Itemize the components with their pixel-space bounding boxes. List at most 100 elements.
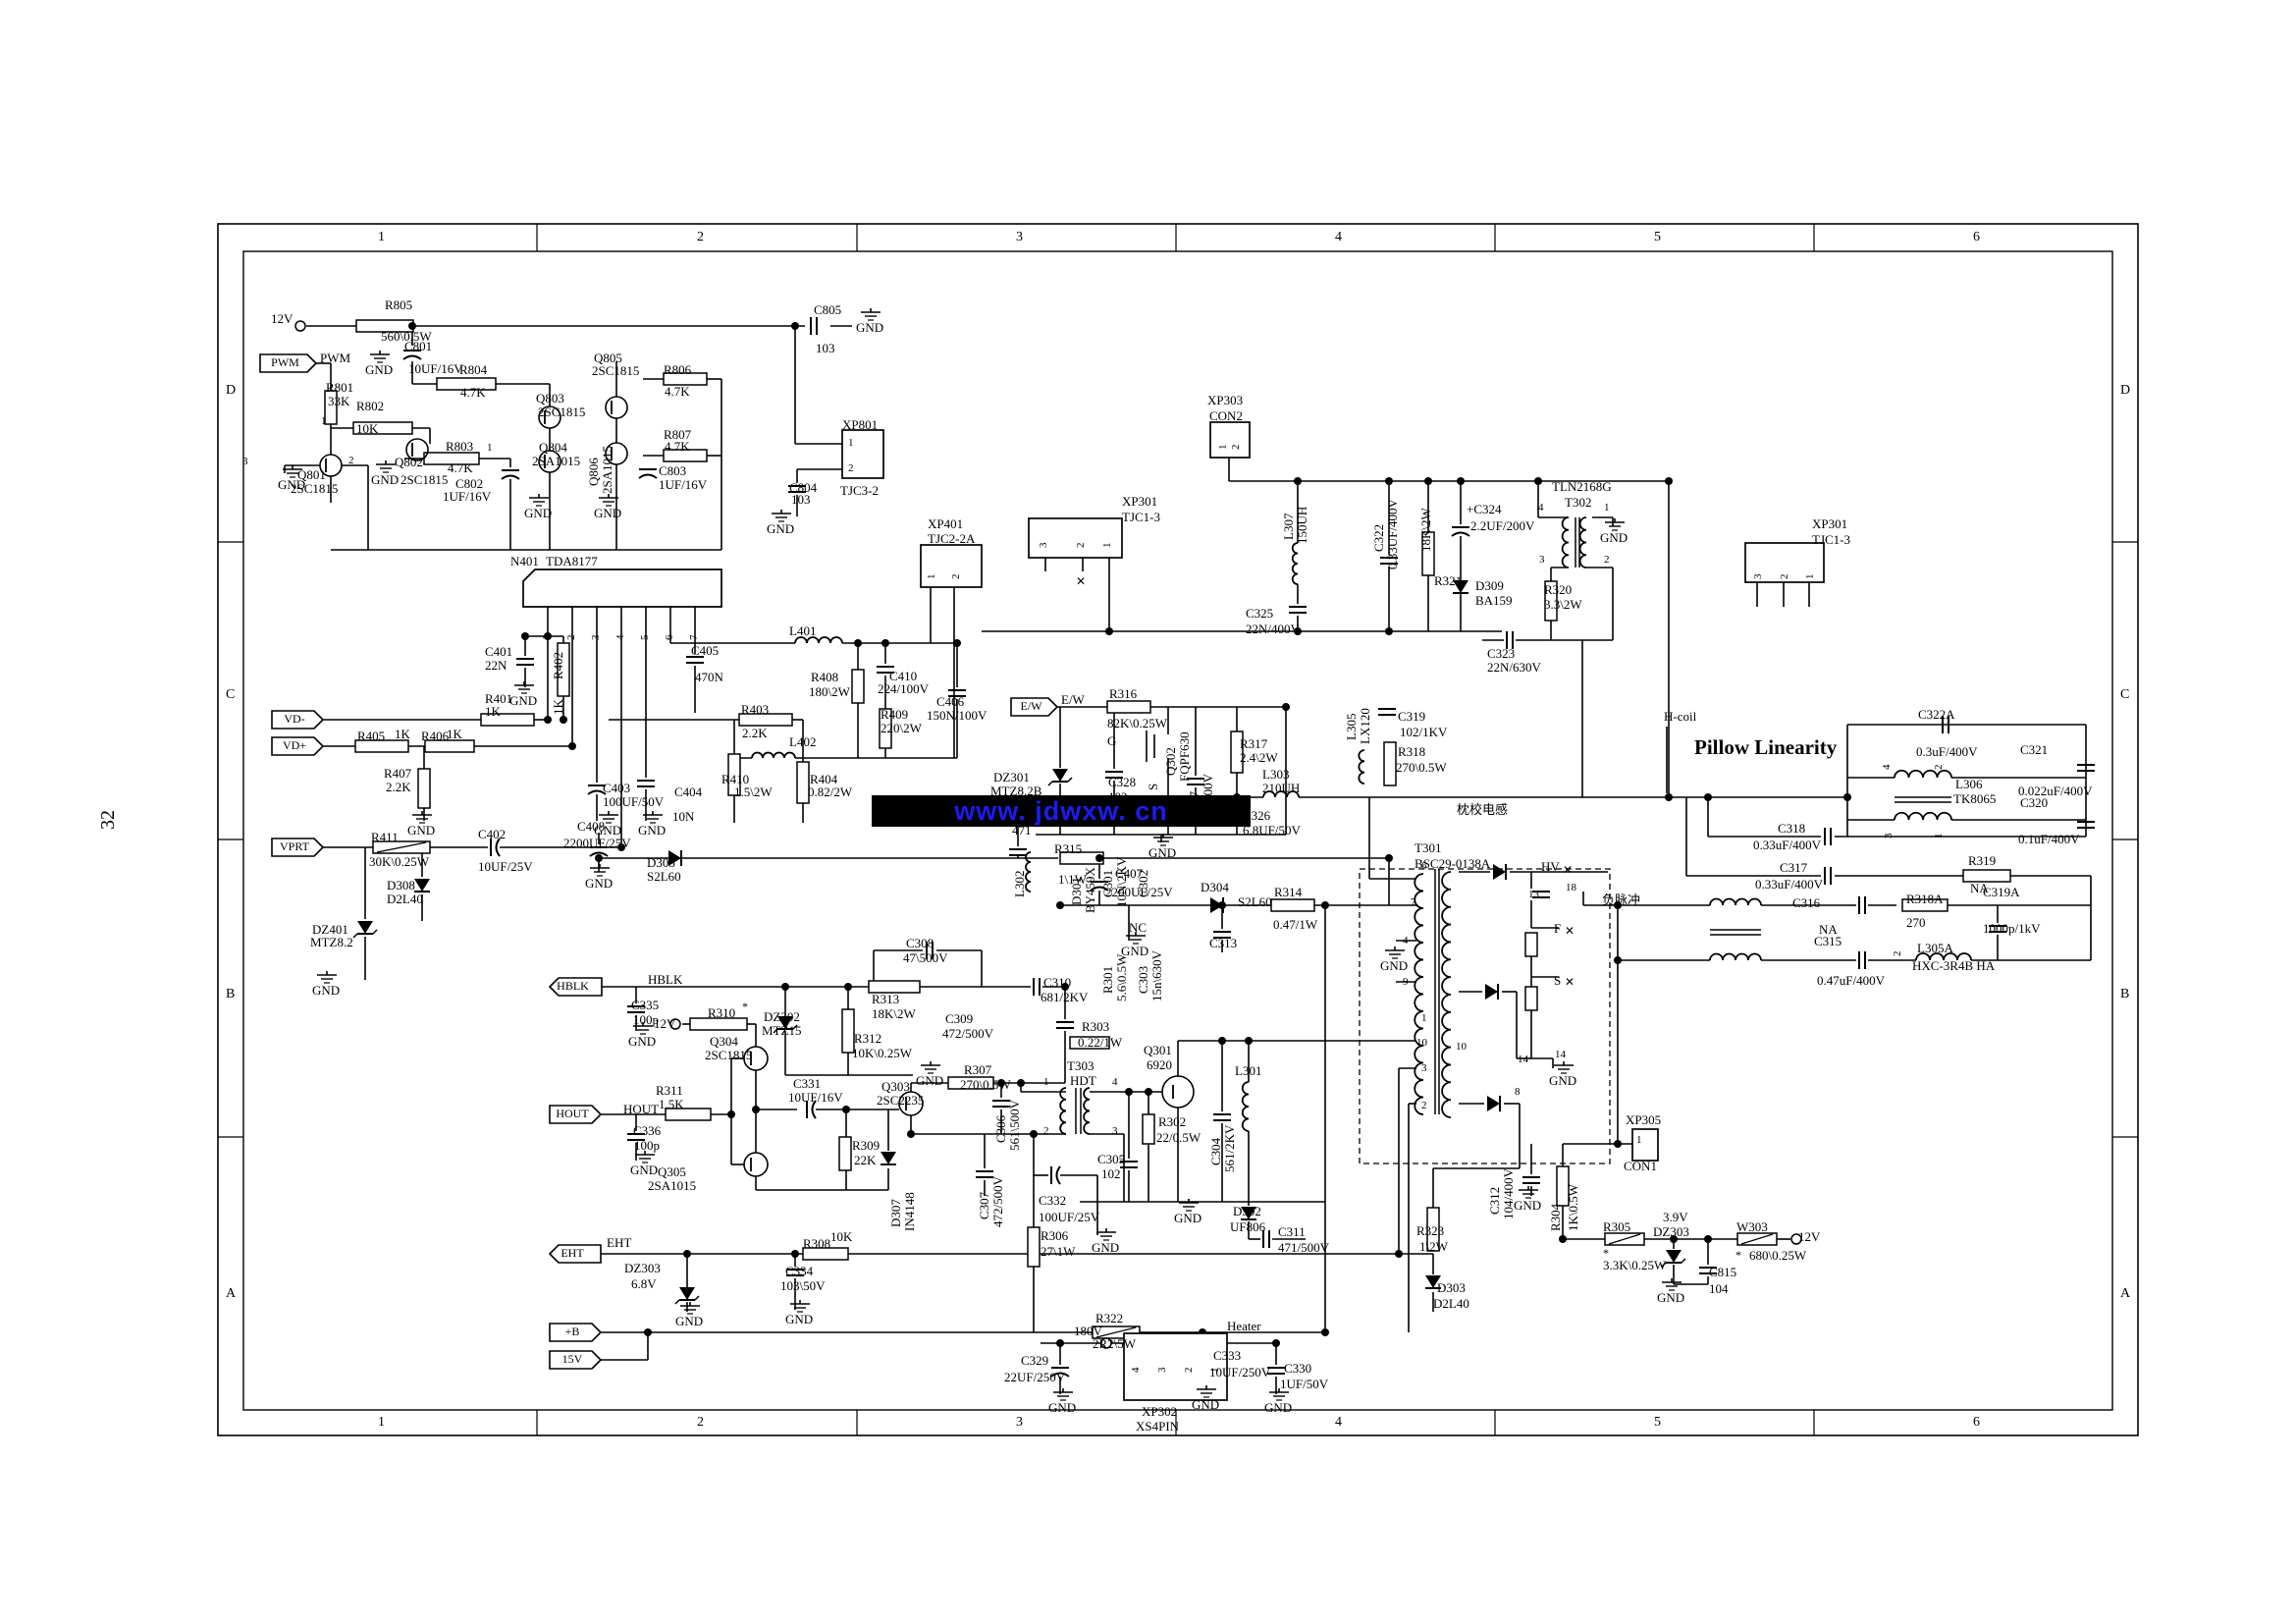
gnd-icon [283,465,302,478]
label-0.47/1w-130: 0.47/1W [1273,917,1318,932]
label-gnd-288: GND [630,1151,658,1177]
label-dz401-109: DZ401 [312,922,348,937]
label-150uh-162: 150UH [1295,506,1309,544]
label-12w-366: 1\2W [1419,1239,1448,1254]
label-q302-140: Q302 [1163,747,1178,776]
label-10k0.25w-273: 10K\0.25W [852,1046,913,1060]
label-hblk-255: HBLK [648,972,683,987]
label-4-199: 4 [1881,764,1893,771]
label-33k-9: 33K [328,394,350,408]
label-r323-365: R323 [1416,1223,1445,1238]
label-r410-84: R410 [721,772,750,786]
label-470n-71: 470N [695,670,723,684]
label-q801-14: Q801 [297,467,326,482]
label-4.7k-41: 4.7K [665,439,690,454]
label-100p-257: 100p [633,1012,659,1027]
label-0.33uf/400v-210: 0.33uF/400V [1753,838,1821,852]
frame-column-1-top: 1 [378,230,385,244]
label--383: * [1735,1248,1741,1262]
frame-column-5-bottom: 5 [1654,1415,1661,1430]
label-r307-277: R307 [964,1062,992,1077]
label-c306-281: C306 [993,1114,1008,1143]
label-r406-100: R406 [421,729,450,743]
label-18k2w-267: 18K\2W [872,1006,916,1021]
label--251: ✕ [1565,975,1575,989]
label-4-175: 4 [1538,502,1544,514]
label-22n/400v-164: 22N/400V [1246,622,1300,636]
label-gnd-346: GND [785,1300,813,1326]
frame-row-C-left: C [226,687,236,702]
gnd-icon [861,308,881,321]
label-dz302-264: DZ302 [764,1009,800,1024]
port-EHT [548,1244,602,1264]
label-681/2kv-271: 681/2KV [1041,990,1089,1004]
frame-row-D-right: D [2120,383,2131,398]
label-0.82/2w-87: 0.82/2W [808,784,853,799]
label-1k-101: 1K [447,727,462,741]
label-7-231: 7 [1411,896,1416,908]
label-r313-266: R313 [872,992,900,1006]
label-r318-191: R318 [1398,744,1426,759]
gnd-icon [1053,1388,1073,1401]
label-561/2kv-325: 561/2KV [1222,1124,1237,1172]
label-xp302-353: XP302 [1142,1404,1178,1419]
label-2-200: 2 [1933,764,1945,771]
label-2-239: 2 [1421,1100,1427,1111]
label-471-122: 471 [1012,823,1032,838]
label-0.47uf/400v-216: 0.47uF/400V [1817,973,1885,988]
label-d302-328: D302 [1233,1204,1261,1218]
label-pillowlinearity-196: Pillow Linearity [1694,735,1838,759]
label-2sc1815-34: 2SC1815 [592,363,640,378]
label-gnd-243: GND [1549,1061,1576,1088]
label-gnd-341: GND [1192,1385,1219,1412]
label-d303-367: D303 [1437,1280,1466,1295]
label-1uf/16v-25: 1UF/16V [443,489,492,504]
port-label-VD+: VD+ [282,738,307,752]
label-472/500v-275: 472/500V [942,1026,993,1041]
label-c329-359: C329 [1021,1353,1049,1368]
label-r407-102: R407 [384,766,412,781]
label-c404-91: C404 [674,784,703,799]
label-eht-350: EHT [607,1235,632,1250]
label-2sc1815-29: 2SC1815 [538,405,586,419]
label-5.60.5w-315: 5.6\0.5W [1114,953,1129,1001]
label-c318-209: C318 [1778,821,1806,836]
label-2.42w-145: 2.4\2W [1240,750,1278,765]
label-3.3k0.25w-376: 3.3K\0.25W [1603,1258,1667,1272]
label-11w-120: 1\1W [1058,872,1087,887]
label-4-355: 4 [1130,1367,1142,1374]
label-hout-285: HOUT [623,1102,660,1116]
label-gnd-361: GND [1048,1388,1076,1415]
label-c802-24: C802 [455,476,484,491]
label-r303-305: R303 [1082,1019,1110,1034]
label-hv-244: HV [1541,859,1560,874]
gnd-icon [1554,1061,1574,1074]
label-l402-83: L402 [789,734,817,749]
label-3-58: 3 [590,634,602,641]
label-xs4pin-354: XS4PIN [1136,1419,1180,1434]
label-pwm-7: PWM [320,351,351,365]
label-2-179: 2 [1604,554,1610,566]
label-103-45: 103 [816,341,835,355]
label-103-52: 103 [791,492,811,507]
label-2sa1015-31: 2SA1015 [532,454,581,468]
label-r314-129: R314 [1274,885,1303,899]
frame-column-6-bottom: 6 [1973,1415,1980,1430]
label-18k2w-167: 18K\2W [1418,508,1433,552]
gnd-icon [599,494,618,507]
label-0.33uf/400v-212: 0.33uF/400V [1755,877,1823,892]
label-c407-123: C407 [1115,866,1144,881]
label-r405-98: R405 [357,729,386,743]
label-fqpf630-141: FQPF630 [1177,731,1192,782]
label-270-220: 270 [1906,915,1926,930]
port-label-PWM: PWM [271,355,299,369]
frame-row-B-right: B [2120,987,2130,1001]
label-q305-289: Q305 [658,1164,686,1179]
label-1k-99: 1K [395,727,410,741]
frame-column-1-bottom: 1 [378,1415,385,1430]
label-471/500v-331: 471/500V [1278,1240,1329,1255]
label-2sc1815-15: 2SC1815 [291,481,339,496]
label-r807-40: R807 [664,427,692,442]
label-c319a-221: C319A [1983,885,2020,899]
label-mtz15-265: MTZ15 [762,1023,802,1038]
